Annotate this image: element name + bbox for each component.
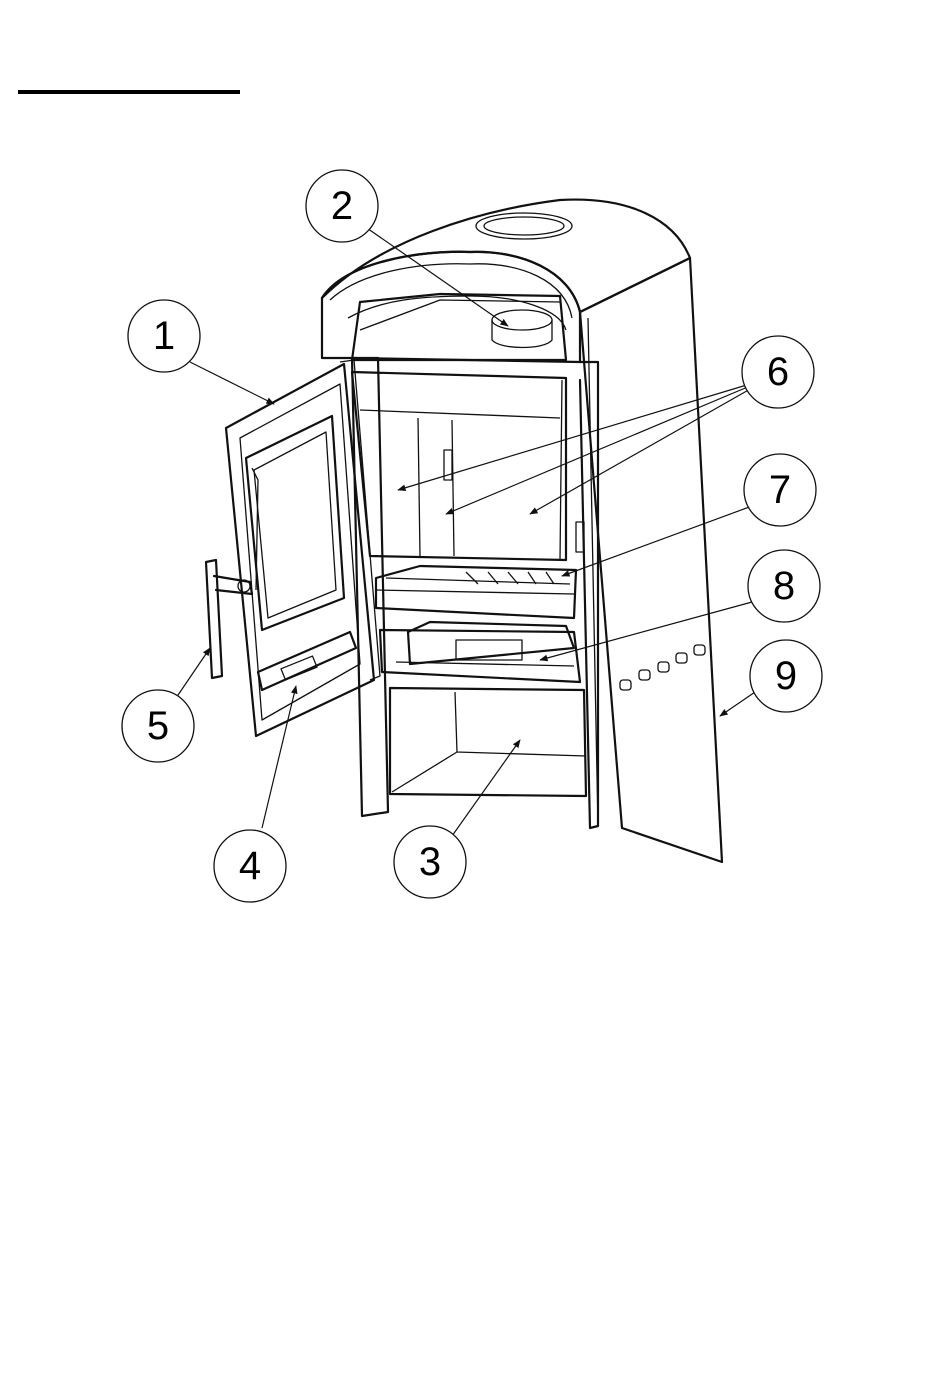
callout-9-label: 9 [775, 654, 797, 698]
callout-4-label: 4 [239, 844, 261, 888]
callout-6-label: 6 [767, 350, 789, 394]
callout-7-label: 7 [769, 468, 791, 512]
callout-1: 1 [128, 300, 200, 372]
leader-lines [176, 226, 758, 836]
air-damper [258, 632, 356, 690]
callout-4: 4 [214, 830, 286, 902]
callout-3-label: 3 [419, 840, 441, 884]
callout-7: 7 [744, 454, 816, 526]
lower-compartment [390, 688, 586, 796]
callout-8: 8 [748, 550, 820, 622]
callout-3: 3 [394, 826, 466, 898]
ash-pan [380, 622, 580, 682]
grate [376, 566, 576, 618]
callout-8-label: 8 [773, 564, 795, 608]
callout-6: 6 [742, 336, 814, 408]
callout-5-label: 5 [147, 704, 169, 748]
ventilation-holes [620, 645, 705, 690]
callout-9: 9 [750, 640, 822, 712]
callout-2-label: 2 [331, 184, 353, 228]
firebox-liners [352, 372, 566, 560]
callout-2: 2 [306, 170, 378, 242]
callout-1-label: 1 [153, 314, 175, 358]
callout-5: 5 [122, 690, 194, 762]
